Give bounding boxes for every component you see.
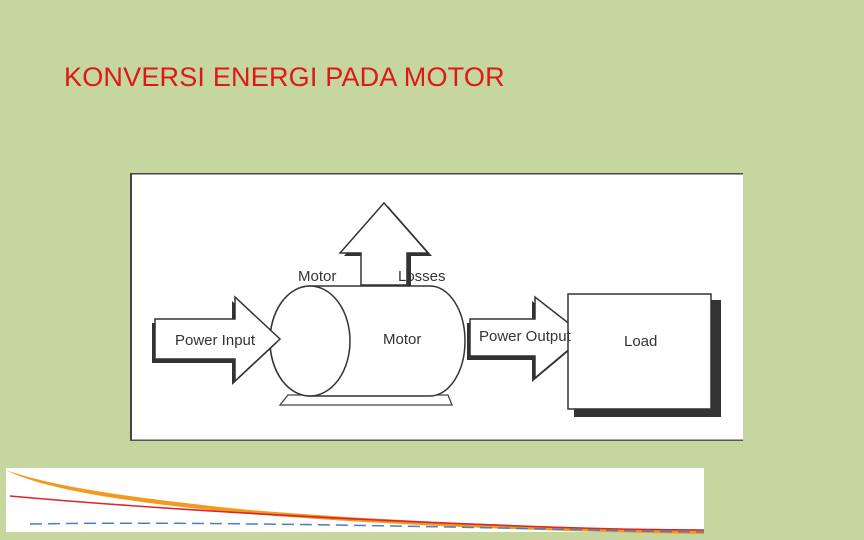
- footer-panel: [6, 468, 704, 532]
- power-output-label: Power Output: [479, 328, 572, 345]
- power-input-label: Power Input: [175, 332, 256, 349]
- diagram-canvas: Power Input Motor Motor Losses Power Out…: [130, 173, 743, 441]
- motor-losses-arrow: [338, 201, 432, 288]
- motor-energy-diagram: Power Input Motor Motor Losses Power Out…: [130, 173, 743, 441]
- load-box: [567, 293, 721, 417]
- footer-decoration: [0, 466, 864, 540]
- motor-losses-label-right: Losses: [398, 268, 446, 285]
- motor-label: Motor: [383, 331, 421, 348]
- load-label: Load: [624, 333, 657, 350]
- red-stripe: [9, 495, 705, 531]
- motor-body: [269, 285, 466, 397]
- blue-dashed-stripe: [29, 522, 705, 533]
- power-output-arrow: [467, 295, 587, 382]
- power-input-arrow: [152, 295, 282, 385]
- slide-title: KONVERSI ENERGI PADA MOTOR: [64, 62, 505, 92]
- footer-stripes: [6, 468, 705, 534]
- motor-losses-label-left: Motor: [298, 268, 336, 285]
- orange-stripe: [6, 470, 704, 534]
